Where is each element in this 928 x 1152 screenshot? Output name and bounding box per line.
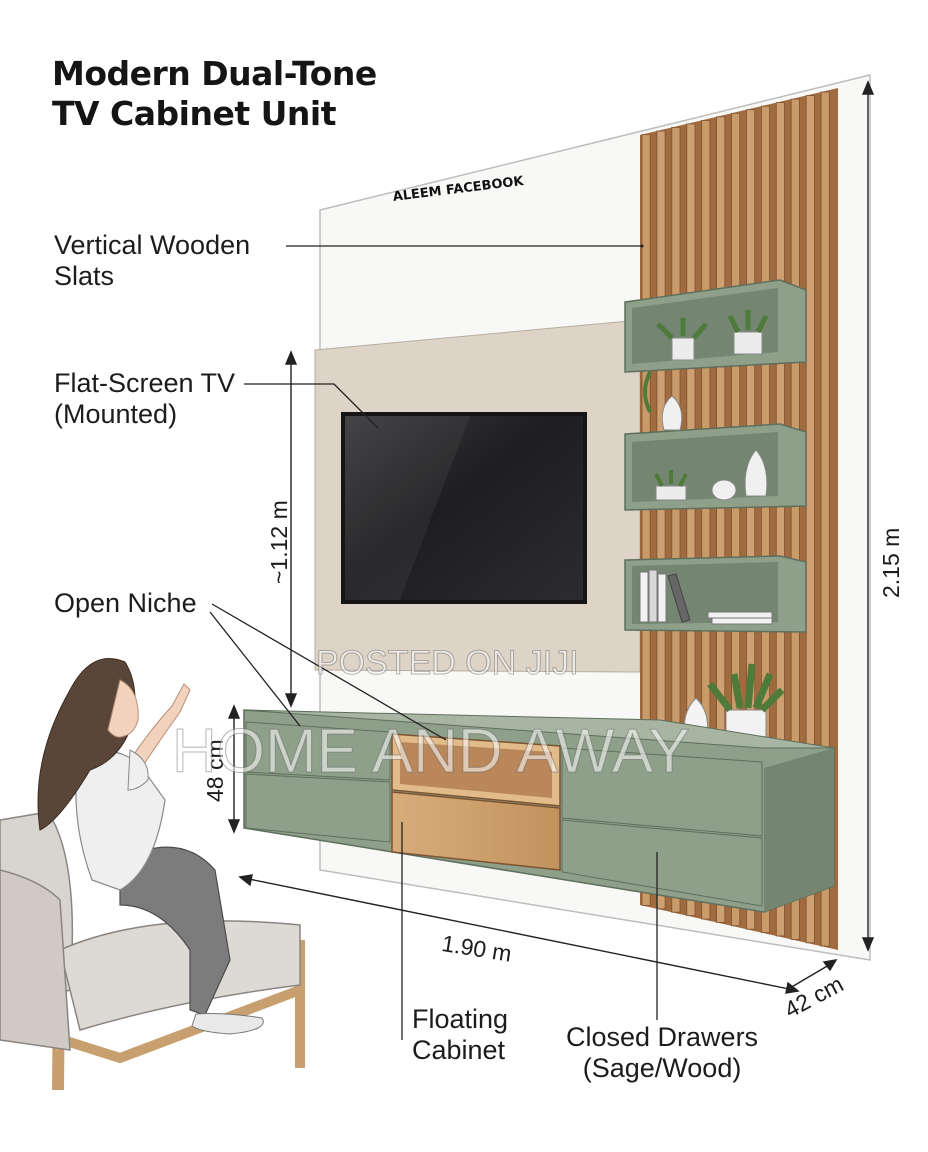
wooden-slat (761, 105, 771, 934)
callout-drawers-line-2: (Sage/Wood) (582, 1053, 742, 1083)
callout-leader-lines (209, 245, 658, 1040)
callout-flat-screen-tv: Flat-Screen TV (Mounted) (54, 368, 235, 430)
wooden-slat (746, 109, 756, 930)
niche-leader-a (209, 611, 301, 727)
wooden-slat (790, 98, 800, 940)
title-line-1: Modern Dual-Tone (52, 54, 377, 93)
person-seated-on-armchair (0, 658, 305, 1091)
callout-tv-line-1: Flat-Screen TV (54, 368, 236, 398)
wooden-slat (656, 130, 666, 910)
tv-leader (244, 383, 379, 429)
callout-niche-line-1: Open Niche (54, 588, 197, 618)
callout-tv-line-2: (Mounted) (54, 399, 178, 429)
wood-drawer (391, 791, 561, 871)
callout-open-niche: Open Niche (54, 588, 197, 619)
vase-on-slats (661, 395, 683, 431)
niche-leader-b (211, 603, 447, 741)
wooden-slat (641, 134, 651, 906)
callout-closed-drawers: Closed Drawers (Sage/Wood) (566, 1022, 758, 1084)
callout-vertical-wooden-slats: Vertical Wooden Slats (54, 230, 250, 292)
shelf-middle (624, 423, 807, 511)
wooden-slat (716, 116, 726, 923)
floating-shelves (624, 279, 807, 749)
shelf-top (624, 279, 807, 413)
wooden-slat (671, 127, 681, 913)
page-title: Modern Dual-Tone TV Cabinet Unit (52, 54, 377, 134)
watermark-posted-on-jiji: POSTED ON JIJI (316, 644, 580, 683)
wooden-slat (686, 123, 696, 917)
dimension-total-height: 2.15 m (878, 527, 904, 598)
callout-slats-line-2: Slats (54, 261, 115, 291)
cabinet-width-arrow (243, 877, 795, 991)
floating-cabinet-body (243, 709, 835, 913)
callout-floating-line-1: Floating (412, 1004, 509, 1034)
flat-screen-tv (341, 412, 587, 604)
callout-floating-line-2: Cabinet (412, 1035, 506, 1065)
callout-floating-cabinet: Floating Cabinet (412, 1004, 508, 1066)
title-line-2: TV Cabinet Unit (52, 94, 336, 133)
watermark-home-and-away: HOME AND AWAY (172, 717, 691, 787)
shelf-bottom (624, 555, 807, 633)
wooden-slat (820, 91, 830, 947)
callout-slats-line-1: Vertical Wooden (54, 230, 251, 260)
wooden-slat (701, 120, 711, 920)
callout-drawers-line-1: Closed Drawers (566, 1022, 759, 1052)
wooden-slat (731, 112, 741, 927)
slats-leader-anchor (640, 244, 644, 248)
wooden-slat (775, 102, 785, 937)
dimension-arrows (227, 80, 875, 994)
dimension-tv-height: ~1.12 m (266, 500, 292, 584)
wooden-slat (805, 95, 815, 944)
